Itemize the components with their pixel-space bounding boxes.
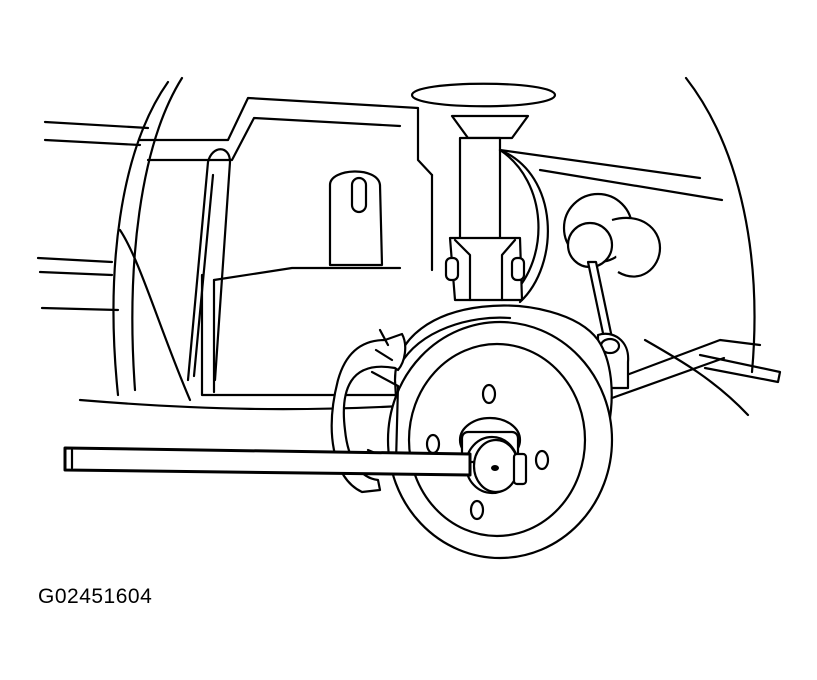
lower-arm	[78, 338, 782, 417]
slotted-bracket-center	[328, 170, 384, 267]
stabilizer-link	[562, 192, 662, 390]
figure-id-label: G02451604	[38, 585, 153, 608]
frame-member	[138, 96, 434, 272]
breaker-bar	[63, 438, 528, 494]
body-panel-lines	[36, 120, 724, 312]
lug-holes	[425, 383, 550, 521]
slotted-bracket-left	[186, 148, 232, 382]
fender-arch	[112, 76, 756, 397]
inner-fender-panel	[118, 228, 402, 402]
strut-assembly	[410, 82, 557, 304]
